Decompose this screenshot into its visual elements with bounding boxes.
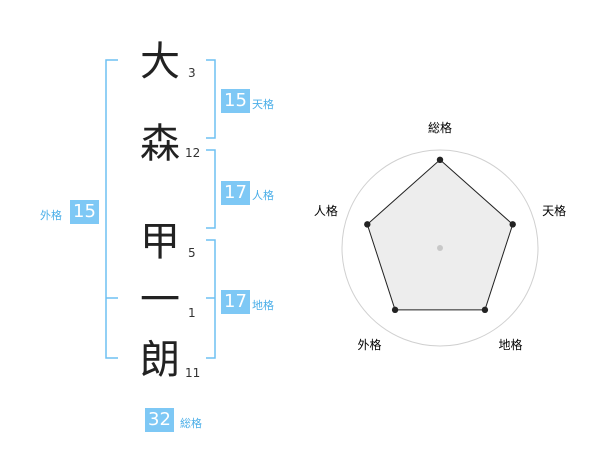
name-char-5: 朗 [140, 337, 180, 383]
gaikaku-bracket [105, 59, 118, 359]
stroke-count-3: 5 [188, 246, 196, 260]
radar-axis-label-5: 人格 [314, 203, 338, 218]
radar-axis-label-2: 天格 [542, 203, 566, 218]
radar-data-polygon [366, 159, 514, 311]
jinkaku-label: 人格 [252, 189, 274, 202]
name-char-4: 一 [140, 277, 180, 323]
radar-point-4 [391, 306, 399, 314]
radar-axis-label-3: 地格 [499, 337, 523, 352]
tenkaku-label: 天格 [252, 98, 274, 111]
radar-axis-label-4: 外格 [357, 337, 381, 352]
name-char-1: 大 [140, 39, 180, 85]
soukaku-label: 総格 [180, 417, 202, 430]
jinkaku-bracket [206, 149, 216, 229]
name-char-2: 森 [140, 121, 180, 167]
stroke-count-2: 12 [185, 146, 201, 160]
stroke-count-4: 1 [188, 306, 196, 320]
gaikaku-value: 15 [70, 200, 99, 224]
radar-axis-label-1: 総格 [428, 120, 452, 135]
name-char-3: 甲 [140, 219, 180, 265]
tenkaku-bracket [206, 59, 216, 139]
chikaku-bracket [206, 239, 216, 359]
jinkaku-value: 17 [221, 181, 250, 205]
tenkaku-value: 15 [221, 89, 250, 113]
stroke-count-5: 11 [185, 366, 201, 380]
stroke-count-1: 3 [188, 66, 196, 80]
radar-point-2 [509, 221, 516, 228]
radar-point-5 [364, 221, 371, 228]
chikaku-label: 地格 [252, 299, 274, 312]
soukaku-value: 32 [145, 408, 174, 432]
radar-point-3 [481, 306, 489, 314]
gaikaku-label: 外格 [40, 209, 62, 222]
radar-center-dot [437, 245, 443, 251]
radar-point-1 [436, 156, 444, 163]
chikaku-value: 17 [221, 290, 250, 314]
